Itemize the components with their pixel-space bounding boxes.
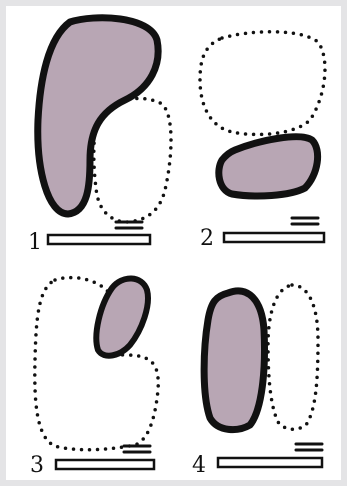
panel-2-number: 2: [200, 226, 214, 251]
panel-1-number: 1: [28, 230, 42, 255]
panel-3-number: 3: [30, 453, 44, 478]
panel-4-filled-shape: [204, 291, 264, 430]
panel-4-number: 4: [192, 453, 206, 478]
